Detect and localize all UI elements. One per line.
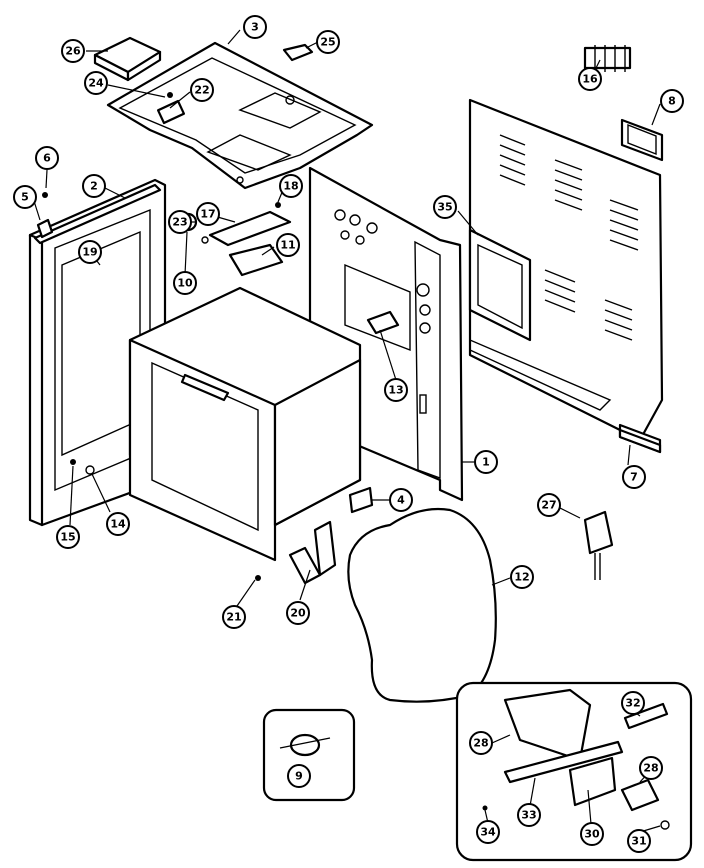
- hinge-part-20: [288, 520, 337, 585]
- callout-31: 31: [627, 829, 651, 853]
- callout-label: 2: [90, 180, 98, 193]
- callout-10: 10: [173, 271, 197, 295]
- callout-33: 33: [517, 803, 541, 827]
- callout-27: 27: [537, 493, 561, 517]
- callout-label: 28: [643, 762, 658, 775]
- callout-22: 22: [190, 78, 214, 102]
- callout-19: 19: [78, 240, 102, 264]
- callout-9: 9: [287, 764, 311, 788]
- callout-label: 26: [65, 45, 81, 58]
- callout-label: 20: [290, 607, 306, 620]
- callout-7: 7: [622, 465, 646, 489]
- callout-label: 24: [88, 77, 104, 90]
- callout-28-right: 28: [639, 756, 663, 780]
- small-hardware-part: [70, 459, 95, 475]
- callout-12: 12: [510, 565, 534, 589]
- small-plate-part: [620, 118, 664, 162]
- callout-34: 34: [476, 820, 500, 844]
- small-bracket-part-4: [348, 486, 374, 514]
- callout-label: 13: [388, 384, 403, 397]
- callout-20: 20: [286, 601, 310, 625]
- callout-label: 34: [480, 826, 496, 839]
- terminal-block-part: [583, 45, 632, 72]
- part-9-inset: [262, 708, 356, 802]
- callout-6: 6: [35, 146, 59, 170]
- callout-label: 16: [582, 73, 598, 86]
- callout-label: 28: [473, 737, 488, 750]
- back-vent-cover: [468, 228, 532, 342]
- callout-24: 24: [84, 71, 108, 95]
- callout-label: 21: [226, 611, 241, 624]
- callout-18: 18: [279, 174, 303, 198]
- callout-3: 3: [243, 15, 267, 39]
- callout-15: 15: [56, 525, 80, 549]
- callout-5: 5: [13, 185, 37, 209]
- callout-30: 30: [580, 822, 604, 846]
- callout-28-left: 28: [469, 731, 493, 755]
- callout-label: 25: [320, 36, 335, 49]
- callout-32: 32: [621, 691, 645, 715]
- switch-assembly-inset: [455, 681, 693, 862]
- callout-label: 9: [295, 770, 303, 783]
- callout-label: 23: [172, 216, 187, 229]
- callout-label: 22: [194, 84, 209, 97]
- callout-35: 35: [433, 195, 457, 219]
- callout-26: 26: [61, 39, 85, 63]
- callout-label: 33: [521, 809, 536, 822]
- callout-label: 14: [110, 518, 126, 531]
- callout-label: 19: [82, 246, 97, 259]
- callout-label: 6: [43, 152, 51, 165]
- callout-label: 8: [668, 95, 676, 108]
- insulation-part: [347, 507, 497, 703]
- callout-label: 17: [200, 208, 215, 221]
- callout-17: 17: [196, 202, 220, 226]
- callout-label: 11: [280, 239, 295, 252]
- callout-label: 4: [397, 494, 405, 507]
- top-box-part: [93, 36, 162, 82]
- callout-label: 32: [625, 697, 640, 710]
- callout-23: 23: [168, 210, 192, 234]
- callout-label: 35: [437, 201, 452, 214]
- callout-label: 7: [630, 471, 638, 484]
- callout-16: 16: [578, 67, 602, 91]
- lower-bracket-part: [618, 423, 662, 454]
- top-panel: [106, 41, 374, 190]
- callout-label: 15: [60, 531, 75, 544]
- back-panel: [468, 98, 664, 442]
- callout-11: 11: [276, 233, 300, 257]
- callout-label: 1: [482, 456, 490, 469]
- callout-label: 30: [584, 828, 600, 841]
- callout-14: 14: [106, 512, 130, 536]
- screw-part-5: [36, 192, 54, 239]
- callout-2: 2: [82, 174, 106, 198]
- back-panel-vents: [499, 134, 639, 341]
- callout-label: 10: [177, 277, 193, 290]
- switch-part-27: [583, 510, 614, 580]
- callout-4: 4: [389, 488, 413, 512]
- callout-25: 25: [316, 30, 340, 54]
- callout-label: 5: [21, 191, 29, 204]
- small-cap-part: [282, 43, 314, 62]
- callout-label: 27: [541, 499, 556, 512]
- top-bracket-part: [156, 92, 186, 125]
- oven-cavity: [128, 286, 362, 562]
- callout-21: 21: [222, 605, 246, 629]
- callout-label: 12: [514, 571, 529, 584]
- callout-label: 3: [251, 21, 259, 34]
- callout-13: 13: [384, 378, 408, 402]
- callout-8: 8: [660, 89, 684, 113]
- callout-label: 31: [631, 835, 646, 848]
- screw-part-21: [255, 575, 261, 581]
- callout-label: 18: [283, 180, 298, 193]
- callout-1: 1: [474, 450, 498, 474]
